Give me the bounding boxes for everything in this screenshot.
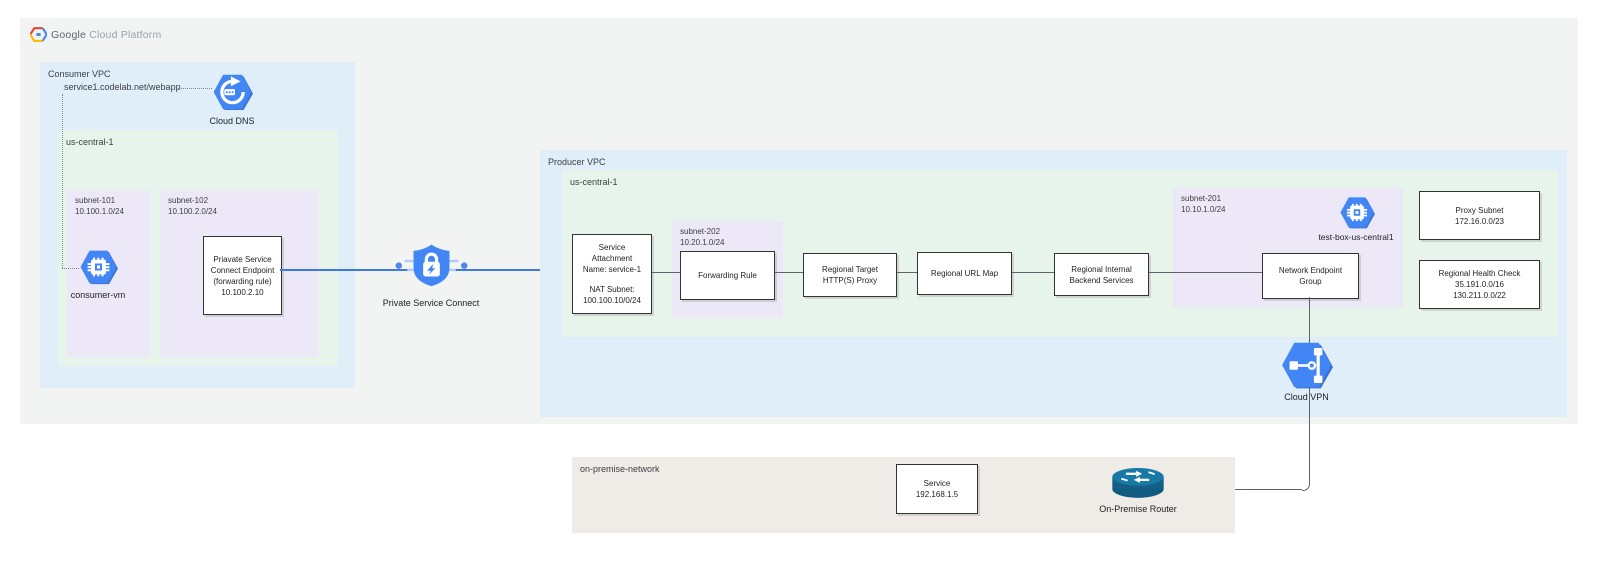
subnet-101-name: subnet-101 — [75, 196, 116, 205]
subnet-101-cidr: 10.100.1.0/24 — [75, 207, 124, 216]
connector-proxy-to-urlmap — [895, 272, 917, 273]
gcp-logo-icon — [30, 27, 47, 42]
dns-record-text: service1.codelab.net/webapp — [64, 82, 181, 92]
subnet-202-name: subnet-202 — [680, 227, 721, 236]
neg-line2: Group — [1299, 277, 1322, 286]
brand-google: Google — [51, 29, 87, 41]
private-service-connect-icon — [395, 244, 468, 287]
psc-endpoint-line4: 10.100.2.10 — [221, 287, 264, 297]
connector-urlmap-to-backend — [1010, 272, 1054, 273]
forwarding-rule-node: Forwarding Rule — [680, 251, 775, 300]
cloud-dns-label: Cloud DNS — [205, 116, 259, 127]
brand-cloud-platform: Cloud Platform — [89, 29, 162, 41]
connector-elbow — [1302, 483, 1310, 491]
psc-endpoint-node: Priavate Service Connect Endpoint (forwa… — [203, 236, 282, 315]
psc-endpoint-line2: Connect Endpoint — [210, 265, 275, 275]
cloud-vpn-icon — [1282, 342, 1333, 389]
backend-services-node: Regional Internal Backend Services — [1054, 253, 1149, 296]
dotted-line-to-vm — [62, 268, 79, 269]
subnet-201-name: subnet-201 — [1181, 194, 1222, 203]
service-attachment-line2: Attachment — [591, 254, 633, 263]
backend-services-line2: Backend Services — [1069, 275, 1134, 285]
subnet-202-cidr: 10.20.1.0/24 — [680, 238, 725, 247]
dotted-line-down — [62, 94, 63, 268]
on-premise-service-line2: 192.168.1.5 — [915, 490, 959, 499]
connector-sa-to-fr — [650, 272, 680, 273]
cloud-dns-label-line2: DNS — [235, 116, 255, 126]
connector-backend-to-neg — [1147, 272, 1262, 273]
on-premise-network-label: on-premise-network — [580, 464, 660, 474]
service-attachment-line3: Name: service-1 — [582, 265, 642, 274]
producer-vpc-label: Producer VPC — [548, 157, 606, 167]
psc-endpoint-line1: Priavate Service — [213, 254, 272, 264]
network-endpoint-group-node: Network Endpoint Group — [1262, 253, 1359, 299]
backend-services-line1: Regional Internal — [1071, 264, 1132, 274]
connector-fr-to-proxy — [773, 272, 803, 273]
test-box-vm-label: test-box-us-central1 — [1318, 232, 1394, 242]
health-check-line2: 35.191.0.0/16 — [1455, 280, 1504, 289]
service-attachment-line5: 100.100.10/0/24 — [583, 296, 641, 305]
target-proxy-node: Regional Target HTTP(S) Proxy — [803, 253, 897, 297]
subnet-102-cidr: 10.100.2.0/24 — [168, 207, 217, 216]
subnet-102-name: subnet-102 — [168, 196, 209, 205]
proxy-subnet-line2: 172.16.0.0/23 — [1455, 216, 1504, 226]
private-service-connect-label: Private Service Connect — [382, 298, 480, 308]
neg-line1: Network Endpoint — [1278, 266, 1343, 275]
consumer-vm-label: consumer-vm — [70, 290, 126, 300]
health-check-line3: 130.211.0.0/22 — [1453, 291, 1506, 300]
target-proxy-line1: Regional Target — [822, 265, 878, 274]
service-attachment-line4: NAT Subnet: — [589, 285, 635, 294]
on-premise-service-line1: Service — [923, 479, 951, 488]
consumer-region-label: us-central-1 — [66, 137, 114, 147]
health-check-line1: Regional Health Check — [1438, 269, 1521, 278]
producer-region-label: us-central-1 — [570, 177, 618, 187]
consumer-vpc-label: Consumer VPC — [48, 69, 111, 79]
url-map-label: Regional URL Map — [930, 269, 999, 278]
url-map-node: Regional URL Map — [917, 252, 1012, 295]
test-box-vm-icon — [1340, 197, 1375, 229]
health-check-node: Regional Health Check 35.191.0.0/16 130.… — [1419, 260, 1540, 309]
cloud-vpn-label: Cloud VPN — [1284, 392, 1329, 402]
forwarding-rule-label: Forwarding Rule — [698, 271, 757, 280]
service-attachment-line1: Service — [598, 243, 626, 252]
target-proxy-line2: HTTP(S) Proxy — [822, 276, 878, 285]
dotted-line-dns — [178, 88, 212, 89]
connector-neg-to-vpn — [1309, 297, 1310, 483]
on-premise-router-icon — [1112, 467, 1164, 498]
psc-endpoint-line3: (forwarding rule) — [213, 276, 272, 286]
proxy-subnet-line1: Proxy Subnet — [1455, 205, 1504, 215]
subnet-201-cidr: 10.10.1.0/24 — [1181, 205, 1226, 214]
cloud-dns-label-line1: Cloud — [209, 116, 233, 126]
service-attachment-node: Service Attachment Name: service-1 NAT S… — [572, 234, 652, 314]
proxy-subnet-node: Proxy Subnet 172.16.0.0/23 — [1419, 191, 1540, 240]
on-premise-service-node: Service 192.168.1.5 — [896, 464, 978, 514]
on-premise-router-label: On-Premise Router — [1099, 504, 1177, 514]
cloud-dns-icon — [213, 74, 253, 111]
brand-text: Google Cloud Platform — [51, 29, 161, 41]
consumer-vm-icon — [80, 250, 118, 285]
